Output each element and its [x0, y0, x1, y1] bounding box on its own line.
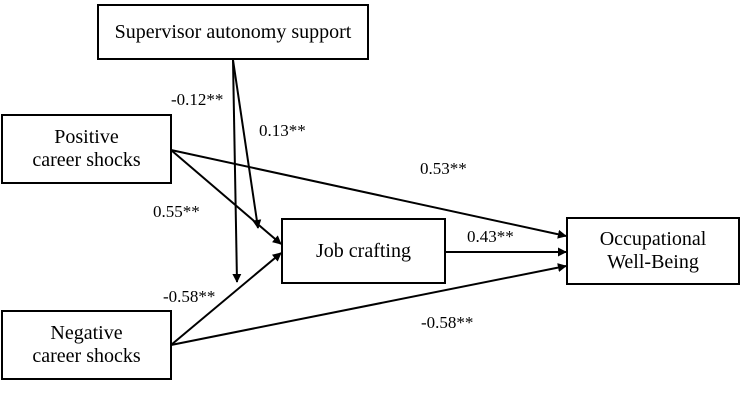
arrow-supervisor-to-positive-path	[232, 59, 262, 229]
node-negative-line1: Negative	[50, 322, 123, 344]
coef-positive-job-crafting: 0.55**	[153, 202, 200, 221]
arrow-negative-to-job-crafting	[170, 252, 282, 346]
coef-supervisor-positive: 0.13**	[259, 121, 306, 140]
coef-negative-job-crafting: -0.58**	[163, 287, 216, 306]
arrow-negative-to-wellbeing	[170, 263, 567, 346]
node-wellbeing-line2: Well-Being	[607, 251, 699, 273]
node-negative-line2: career shocks	[32, 345, 141, 367]
arrow-positive-to-wellbeing	[170, 149, 567, 239]
node-positive-line1: Positive	[54, 126, 119, 148]
node-supervisor-label: Supervisor autonomy support	[114, 20, 352, 43]
node-occupational-well-being: Occupational Well-Being	[566, 217, 740, 285]
node-wellbeing-line1: Occupational	[599, 228, 707, 250]
node-positive-career-shocks: Positive career shocks	[1, 114, 172, 184]
node-job-crafting: Job crafting	[281, 218, 446, 284]
node-job-crafting-label: Job crafting	[316, 239, 411, 262]
coef-job-crafting-wellbeing: 0.43**	[467, 227, 514, 246]
node-positive-line2: career shocks	[32, 149, 141, 171]
coef-positive-wellbeing: 0.53**	[420, 159, 467, 178]
node-supervisor-autonomy-support: Supervisor autonomy support	[97, 4, 369, 60]
coef-supervisor-negative: -0.12**	[171, 90, 224, 109]
coef-negative-wellbeing: -0.58**	[421, 313, 474, 332]
arrow-supervisor-to-negative-path	[232, 59, 242, 283]
arrow-positive-to-job-crafting	[170, 149, 282, 245]
node-negative-career-shocks: Negative career shocks	[1, 310, 172, 380]
